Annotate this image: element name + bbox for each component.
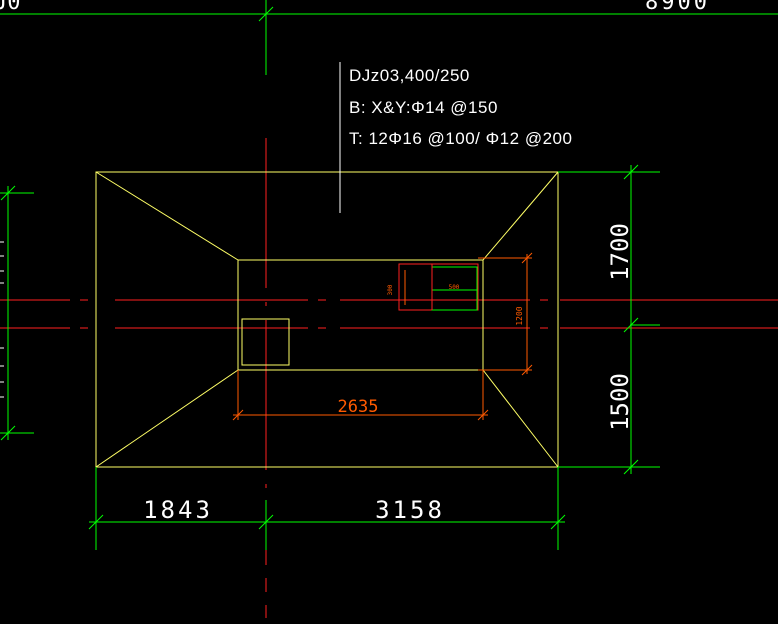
left-cut-off-text-marks xyxy=(0,241,4,398)
small-dimension-left-text: 300 xyxy=(387,284,394,295)
annotation-line-2: B: X&Y:Φ14 @150 xyxy=(349,98,498,117)
inner-width-dimension-line xyxy=(232,370,489,421)
top-dimension-text: 8900 xyxy=(645,0,710,15)
right-lower-dimension-text: 1500 xyxy=(606,373,634,431)
bottom-left-dimension-text: 1843 xyxy=(143,496,213,524)
slope-line-top-right xyxy=(482,171,559,261)
small-dimension-right-text: 500 xyxy=(449,284,460,291)
column-detail-right xyxy=(398,263,479,311)
inner-height-dimension-line xyxy=(478,252,533,376)
inner-width-text: 2635 xyxy=(338,397,379,417)
slope-line-bottom-right xyxy=(482,369,559,468)
annotation-line-3: T: 12Φ16 @100/ Φ12 @200 xyxy=(349,129,572,148)
slope-line-bottom-left xyxy=(95,369,239,468)
foundation-inner-rect xyxy=(237,259,484,371)
slope-line-top-left xyxy=(95,171,239,261)
bottom-dimension-lines xyxy=(88,467,566,550)
top-dimension-line xyxy=(0,0,778,75)
foundation-outer-rect xyxy=(95,171,559,468)
left-dimension-lines xyxy=(0,185,34,441)
foundation-outline xyxy=(95,171,559,468)
right-dimension-lines xyxy=(558,164,660,475)
top-left-partial-text: J0 xyxy=(0,0,21,15)
bottom-right-dimension-text: 3158 xyxy=(375,496,445,524)
inner-height-text: 1200 xyxy=(515,306,524,325)
right-upper-dimension-text: 1700 xyxy=(606,223,634,281)
annotation-line-1: DJz03,400/250 xyxy=(349,66,470,85)
column-outline-left xyxy=(241,318,290,366)
column-box-red xyxy=(398,263,479,311)
